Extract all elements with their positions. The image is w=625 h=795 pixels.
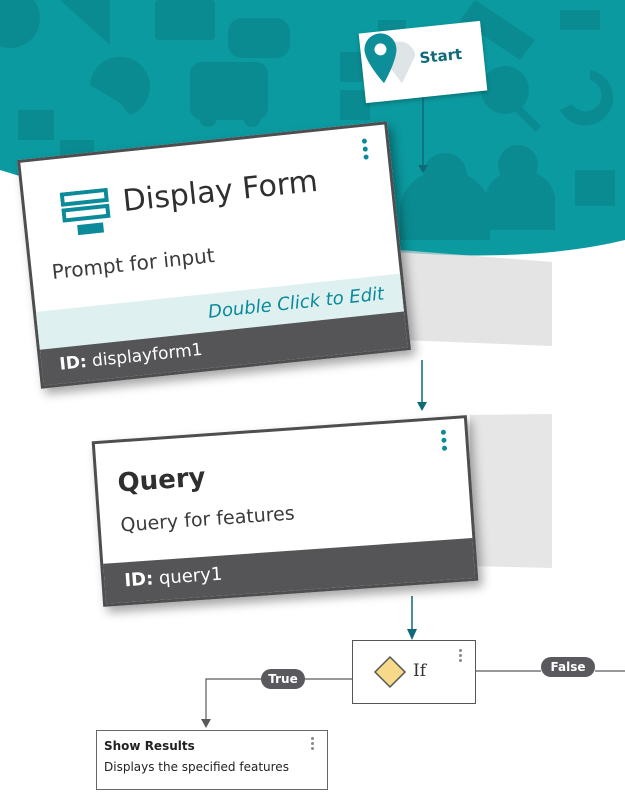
show-results-card[interactable]: Show Results Displays the specified feat… bbox=[96, 730, 328, 790]
form-icon bbox=[59, 187, 111, 236]
start-node[interactable]: Start bbox=[358, 20, 488, 104]
display-form-id: displayform1 bbox=[91, 339, 204, 372]
display-form-card[interactable]: Display Form Prompt for input Double Cli… bbox=[16, 121, 412, 389]
id-label: ID: bbox=[123, 568, 154, 592]
show-results-title: Show Results bbox=[104, 739, 195, 753]
diamond-icon bbox=[373, 655, 407, 689]
query-card[interactable]: Query Query for features ID: query1 bbox=[91, 415, 479, 607]
bg-decor-circle-icon bbox=[0, 0, 40, 48]
display-form-description: Prompt for input bbox=[50, 243, 216, 284]
query-description: Query for features bbox=[119, 502, 296, 537]
start-label: Start bbox=[418, 44, 463, 68]
query-id: query1 bbox=[158, 563, 223, 589]
false-branch-label[interactable]: False bbox=[541, 657, 595, 677]
query-title: Query bbox=[116, 462, 207, 499]
map-pin-icon bbox=[364, 33, 416, 84]
display-form-title: Display Form bbox=[121, 163, 320, 220]
kebab-menu-icon[interactable] bbox=[361, 138, 372, 163]
true-branch-label[interactable]: True bbox=[261, 669, 305, 689]
id-label: ID: bbox=[58, 351, 88, 375]
show-results-description: Displays the specified features bbox=[104, 760, 289, 774]
kebab-menu-icon[interactable] bbox=[311, 737, 319, 752]
if-node[interactable]: If bbox=[352, 640, 476, 704]
kebab-menu-icon[interactable] bbox=[459, 649, 467, 664]
kebab-menu-icon[interactable] bbox=[440, 429, 451, 453]
if-label: If bbox=[413, 661, 427, 681]
